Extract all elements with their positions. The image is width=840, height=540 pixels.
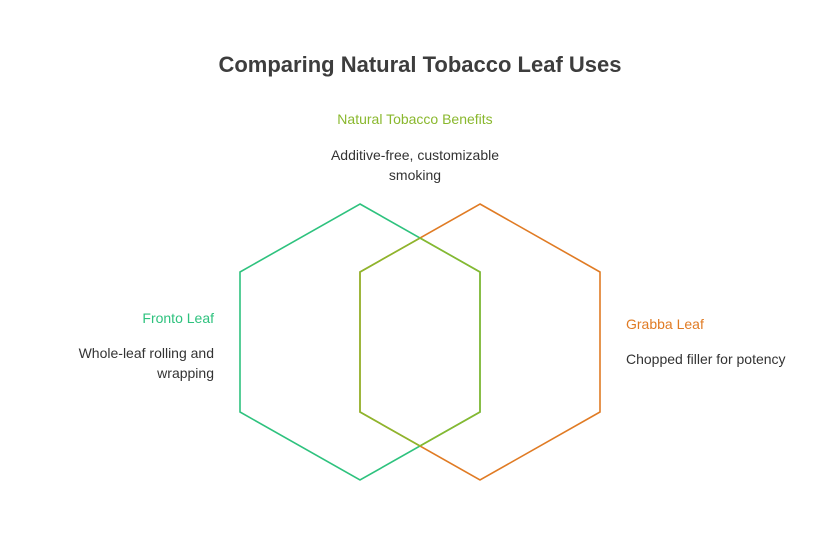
- fronto-description: Whole-leaf rolling and wrapping: [79, 343, 214, 383]
- grabba-description: Chopped filler for potency: [626, 351, 786, 367]
- center-description: Additive-free, customizable smoking: [0, 145, 830, 185]
- grabba-label: Grabba Leaf: [626, 316, 704, 332]
- fronto-label: Fronto Leaf: [142, 310, 214, 326]
- fronto-desc-line1: Whole-leaf rolling and: [78, 345, 214, 361]
- center-label: Natural Tobacco Benefits: [337, 111, 493, 127]
- fronto-desc-line2: wrapping: [157, 365, 214, 381]
- center-description-text: Additive-free, customizable smoking: [330, 147, 500, 183]
- overlap-hexagon: [359, 237, 481, 447]
- diagram-title: Comparing Natural Tobacco Leaf Uses: [218, 52, 622, 77]
